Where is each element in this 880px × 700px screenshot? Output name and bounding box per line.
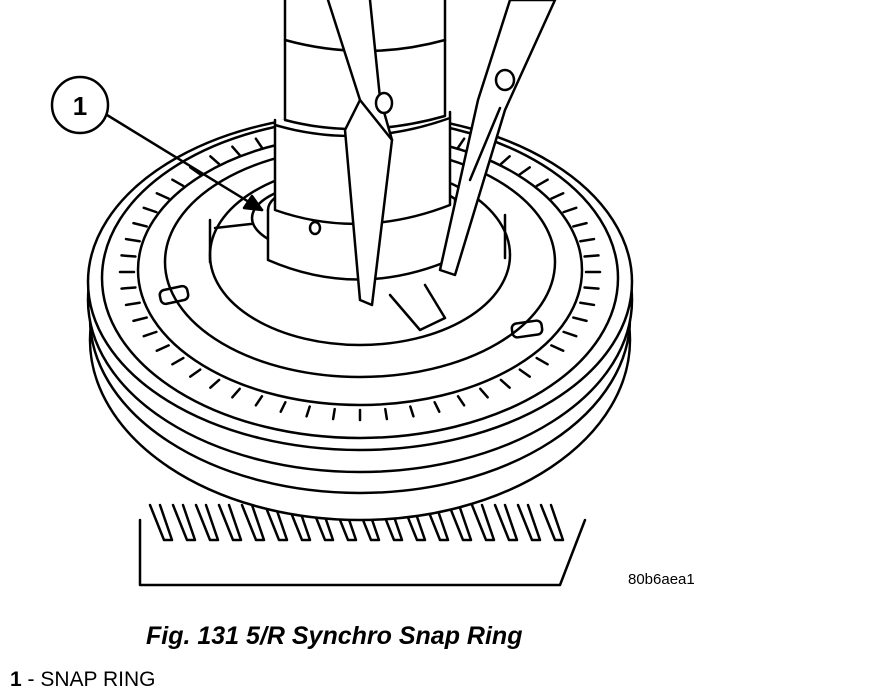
- ring-tooth: [120, 254, 137, 258]
- ring-tooth: [478, 387, 489, 399]
- legend-number: 1: [10, 668, 22, 691]
- gear-tooth: [171, 503, 197, 542]
- legend-label: SNAP RING: [40, 668, 156, 691]
- gear-tooth: [148, 503, 174, 542]
- ring-tooth: [132, 316, 148, 323]
- legend-item: 1 - SNAP RING: [10, 668, 156, 692]
- ring-tooth: [209, 378, 221, 389]
- ring-tooth: [535, 178, 549, 188]
- figure-caption: Fig. 131 5/R Synchro Snap Ring: [146, 622, 523, 650]
- gear-tooth: [447, 503, 473, 542]
- synchro-snap-ring-illustration: 1: [50, 0, 634, 587]
- ring-tooth: [155, 344, 170, 352]
- ring-tooth: [124, 237, 141, 243]
- ring-tooth: [456, 137, 466, 149]
- ring-tooth: [583, 254, 600, 258]
- ring-tooth: [583, 286, 600, 290]
- ring-tooth: [142, 206, 158, 214]
- ring-tooth: [124, 301, 141, 307]
- ring-tooth: [550, 192, 565, 200]
- ring-tooth: [579, 301, 596, 307]
- ring-tooth: [132, 221, 148, 228]
- gear-tooth: [493, 503, 519, 542]
- gear-tooth: [217, 503, 243, 542]
- ring-tooth: [231, 387, 242, 399]
- ring-tooth: [231, 145, 242, 157]
- helical-gear: [138, 503, 587, 587]
- ring-tooth: [171, 356, 185, 366]
- ring-tooth: [572, 221, 588, 228]
- gear-tooth: [470, 503, 496, 542]
- ring-tooth: [120, 286, 137, 290]
- ring-tooth: [384, 407, 389, 421]
- ring-tooth: [518, 368, 531, 378]
- ring-tooth: [579, 237, 596, 243]
- ring-tooth: [254, 395, 264, 407]
- gear-tooth: [539, 503, 565, 542]
- ring-tooth: [171, 178, 185, 188]
- legend-separator: -: [21, 668, 41, 691]
- ring-tooth: [499, 378, 511, 389]
- ring-tooth: [562, 330, 578, 338]
- ring-tooth: [254, 137, 264, 149]
- ring-tooth: [456, 395, 466, 407]
- ring-tooth: [550, 344, 565, 352]
- gear-tooth: [516, 503, 542, 542]
- ring-tooth: [279, 401, 287, 413]
- ring-tooth: [518, 166, 531, 176]
- ring-tooth: [535, 356, 549, 366]
- callout-number: 1: [73, 91, 87, 121]
- ring-tooth: [142, 330, 158, 338]
- gear-tooth: [263, 503, 289, 542]
- ring-tooth: [189, 368, 202, 378]
- ring-tooth: [499, 155, 511, 166]
- image-code: 80b6aea1: [628, 571, 695, 588]
- ring-tooth: [155, 192, 170, 200]
- ring-tooth: [331, 407, 336, 421]
- ring-tooth: [409, 405, 415, 418]
- ring-tooth: [433, 401, 441, 413]
- ring-tooth: [305, 405, 311, 418]
- gear-tooth: [194, 503, 220, 542]
- callout-1: [50, 75, 264, 212]
- ring-tooth: [572, 316, 588, 323]
- gear-tooth: [240, 503, 266, 542]
- snap-ring-pliers: [326, 0, 557, 307]
- ring-tooth: [209, 155, 221, 166]
- ring-tooth: [562, 206, 578, 214]
